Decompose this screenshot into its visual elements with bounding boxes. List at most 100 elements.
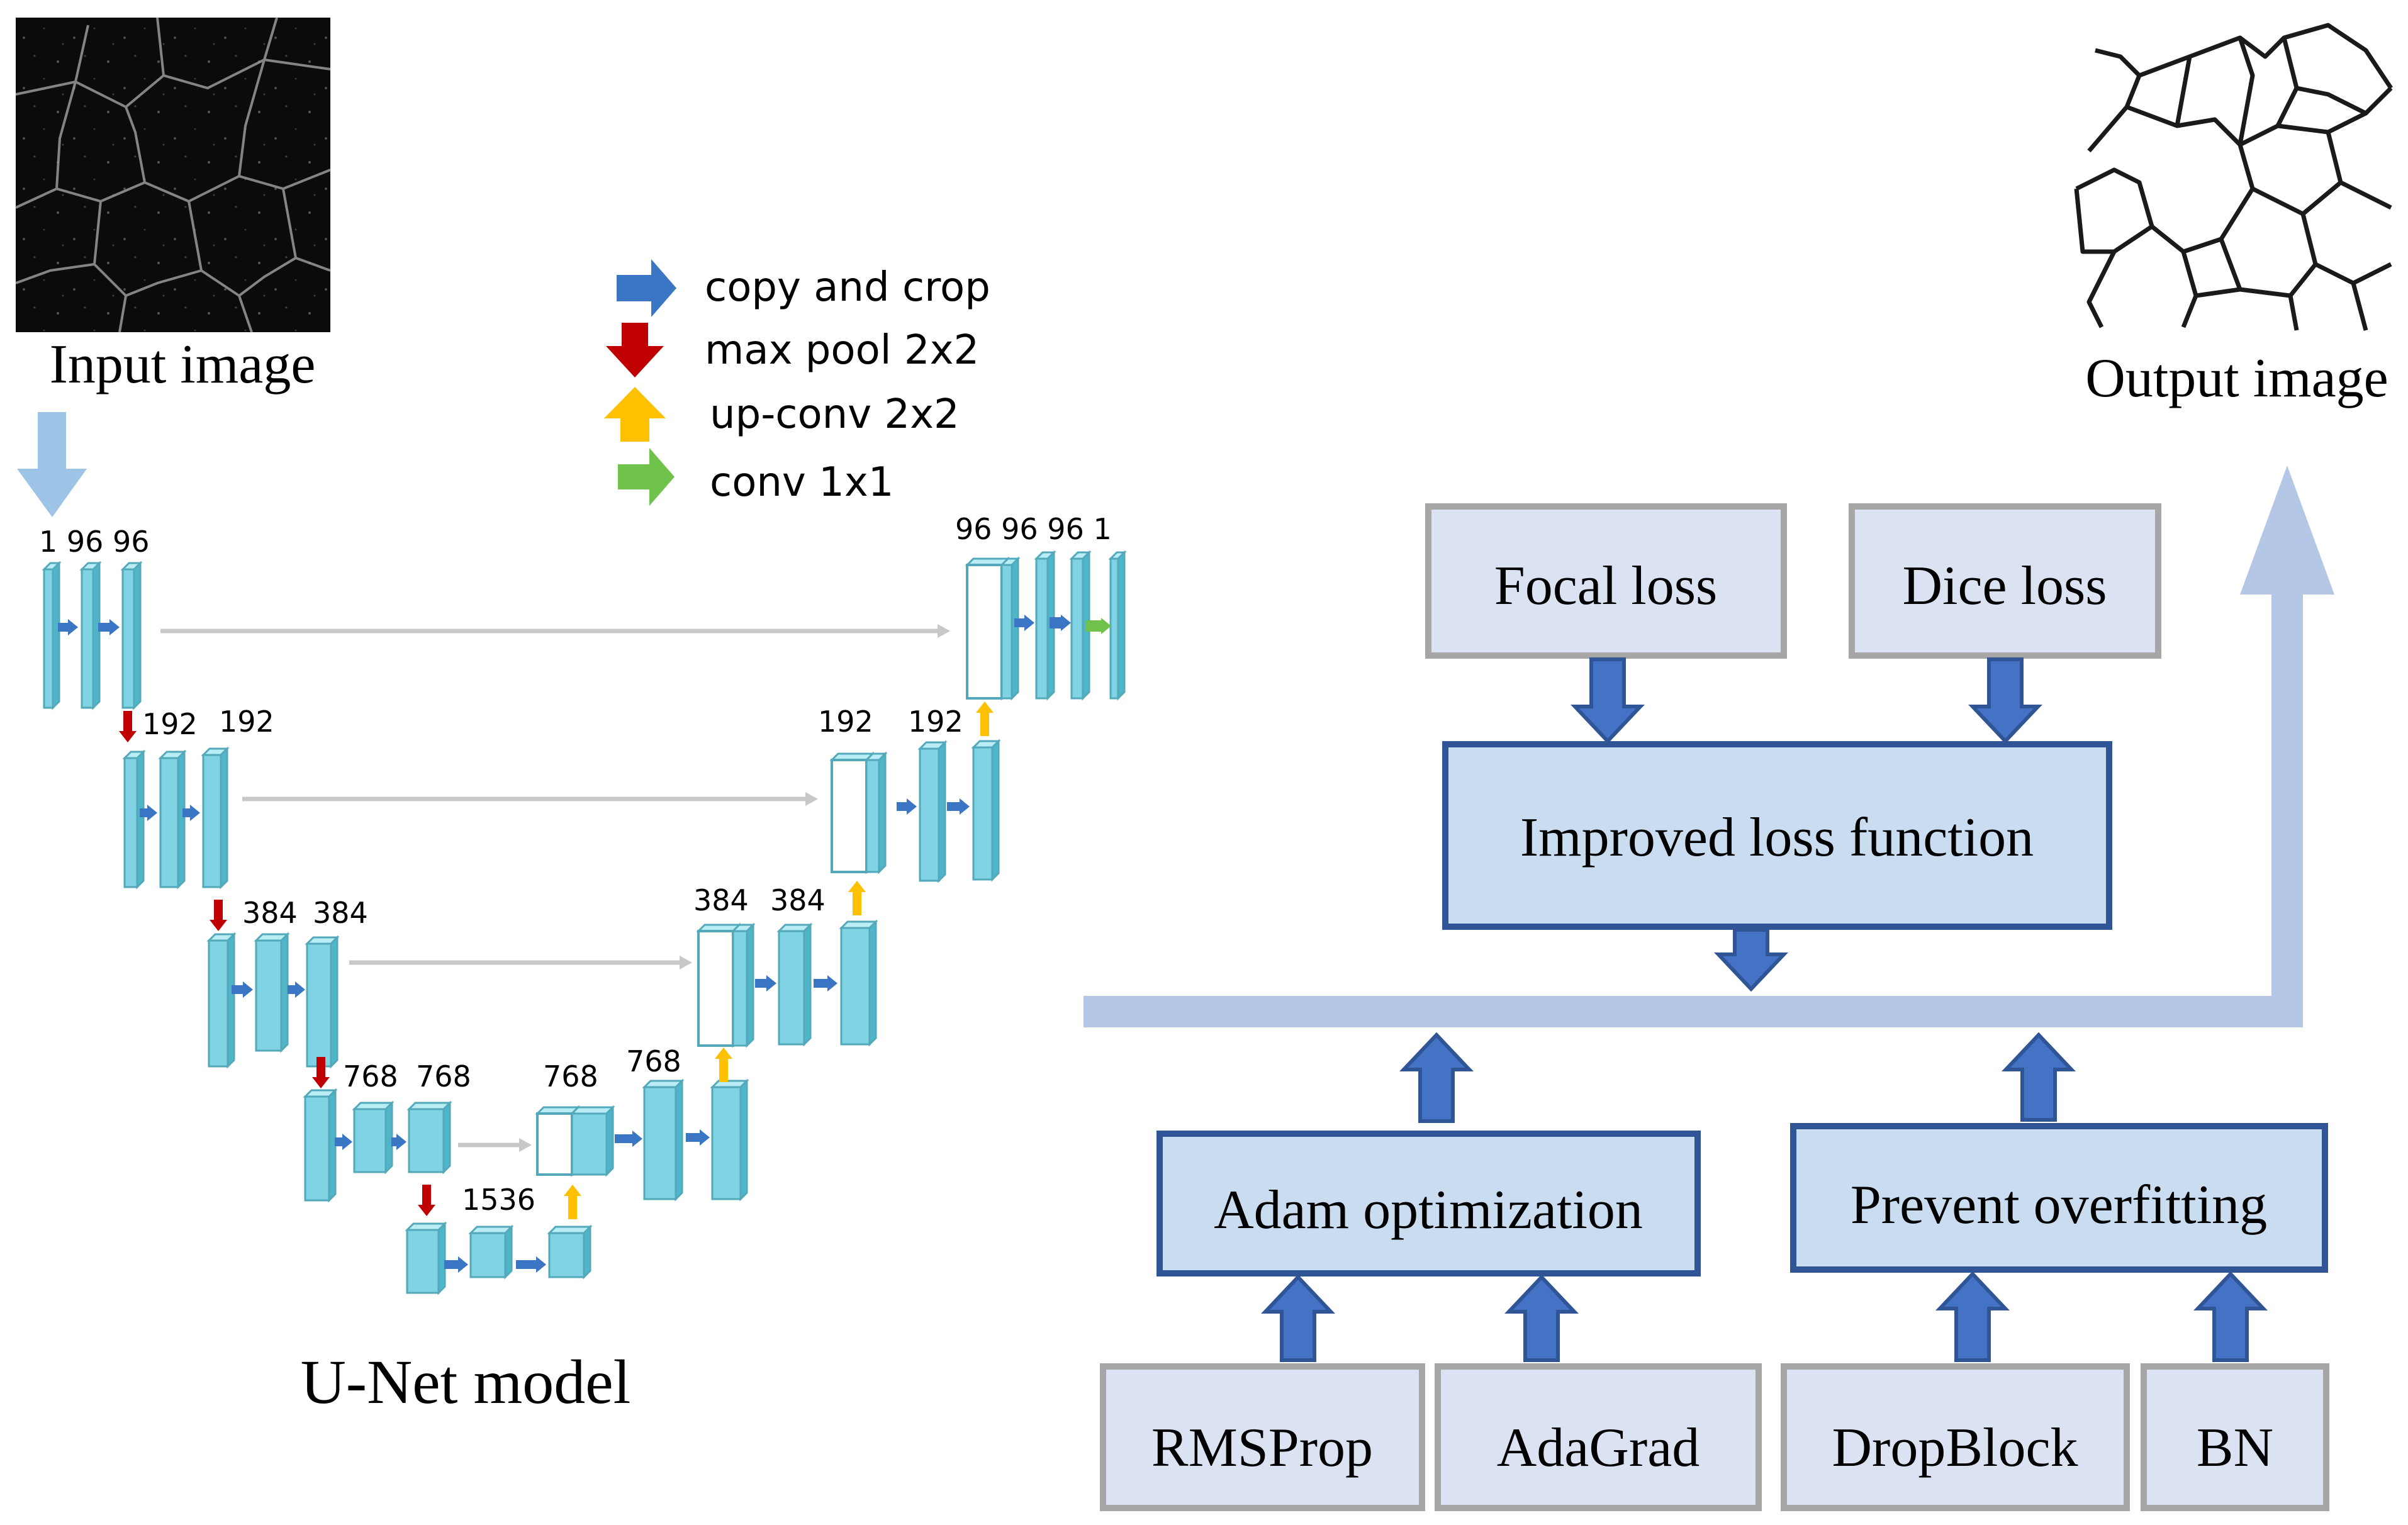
conv-arrow	[1050, 615, 1071, 631]
input-image-label: Input image	[50, 334, 316, 395]
unet-block	[864, 751, 888, 874]
skip-connection-l1-head	[938, 624, 950, 638]
improved-to-path-arrow	[1714, 928, 1788, 992]
legend-up-conv-label: up-conv 2x2	[710, 391, 960, 438]
conv-arrow	[182, 805, 200, 821]
adagrad-box: AdaGrad	[1435, 1363, 1762, 1511]
unet-block	[547, 1224, 593, 1280]
unet-block	[1108, 550, 1127, 701]
dice-loss-label: Dice loss	[1902, 556, 2107, 617]
channel-label-l4-left-b: 768	[416, 1059, 471, 1093]
unet-block	[352, 1100, 395, 1175]
channel-label-l1-right: 96 96 96 1	[955, 512, 1112, 546]
max-pool-arrow-icon	[606, 323, 664, 377]
max-pool-arrow	[312, 1057, 330, 1088]
channel-label-l3-right-b: 384	[770, 883, 826, 917]
up-conv-arrow	[564, 1185, 581, 1219]
rmsprop-label: RMSProp	[1151, 1417, 1373, 1478]
conv1x1-arrow-icon	[618, 448, 675, 506]
bn-to-overfitting-arrow	[2193, 1271, 2268, 1362]
conv-arrow	[615, 1131, 642, 1147]
channel-label-l4-right-a: 768	[543, 1059, 598, 1093]
conv-arrow	[755, 975, 776, 992]
flow-arrows	[1261, 657, 2268, 1362]
copy-crop-arrow-icon	[617, 259, 676, 317]
legend-copy-crop-label: copy and crop	[705, 264, 990, 311]
channel-label-l3-left-a: 384	[242, 896, 298, 930]
unet-block	[731, 922, 756, 1048]
legend-max-pool-label: max pool 2x2	[705, 327, 979, 374]
conv-arrow	[814, 975, 837, 992]
rmsprop-to-adam-arrow	[1261, 1274, 1335, 1362]
adagrad-to-adam-arrow	[1504, 1274, 1579, 1362]
unet-block	[839, 919, 878, 1047]
legend-conv1x1-label: conv 1x1	[710, 459, 893, 506]
up-conv-arrow	[848, 881, 866, 915]
dropblock-to-overfitting-arrow	[1935, 1271, 2010, 1362]
channel-label-l2-left-b: 192	[219, 705, 274, 739]
unet-block	[305, 935, 340, 1069]
conv-arrow	[58, 619, 78, 635]
unet-block	[42, 561, 62, 710]
unet-tiles	[42, 550, 1127, 1295]
unet-block	[642, 1078, 685, 1202]
unet-block	[201, 746, 230, 890]
conv-arrow	[232, 981, 253, 998]
focal-loss-label: Focal loss	[1494, 556, 1717, 617]
unet-block	[79, 561, 102, 710]
channel-label-l2-right-a: 192	[818, 705, 873, 739]
input-image	[15, 17, 331, 333]
improved-loss-label: Improved loss function	[1520, 807, 2034, 868]
max-pool-arrow	[119, 711, 137, 742]
conv-arrow	[1014, 615, 1034, 631]
unet-block	[122, 749, 146, 890]
channel-label-l3-right-a: 384	[693, 883, 749, 917]
adam-box: Adam optimization	[1156, 1131, 1701, 1276]
adagrad-label: AdaGrad	[1497, 1417, 1700, 1478]
unet-block	[303, 1088, 338, 1203]
overfitting-to-path-arrow	[2002, 1032, 2076, 1122]
unet-channel-labels: 1 96 96 96 96 96 1 192 192 192 192 384 3…	[39, 512, 1112, 1217]
conv-arrow	[897, 798, 917, 815]
prevent-overfitting-box: Prevent overfitting	[1790, 1123, 2328, 1273]
unet-block	[971, 739, 1001, 882]
dropblock-label: DropBlock	[1832, 1417, 2078, 1478]
unet-block	[254, 932, 290, 1053]
focal-loss-box: Focal loss	[1425, 503, 1787, 659]
conv-arrow	[516, 1256, 546, 1273]
up-conv-arrow	[715, 1047, 732, 1082]
input-arrow	[17, 412, 87, 517]
conv-arrow	[686, 1129, 710, 1146]
skip-connection-l2-head	[805, 792, 818, 806]
channel-label-l2-left-a: 192	[142, 707, 198, 741]
adam-label: Adam optimization	[1214, 1180, 1643, 1241]
prevent-overfitting-label: Prevent overfitting	[1851, 1175, 2267, 1236]
bn-label: BN	[2197, 1417, 2273, 1478]
dropblock-box: DropBlock	[1781, 1363, 2130, 1511]
rmsprop-box: RMSProp	[1100, 1363, 1425, 1511]
channel-label-l4-right-b: 768	[626, 1044, 681, 1078]
skip-connection-l3-head	[680, 956, 692, 969]
unet-block	[917, 740, 948, 883]
legend: copy and crop max pool 2x2 up-conv 2x2 c…	[604, 259, 990, 506]
unet-block	[158, 749, 187, 890]
up-conv-arrow-icon	[604, 387, 666, 442]
focal-to-improved-arrow	[1571, 657, 1645, 744]
output-image	[2074, 23, 2393, 331]
max-pool-arrow	[210, 900, 227, 931]
conv1x1-arrow	[1086, 618, 1111, 634]
channel-label-l2-right-b: 192	[908, 705, 963, 739]
conv-arrow	[140, 805, 157, 821]
max-pool-arrow	[418, 1185, 435, 1216]
adam-to-path-arrow	[1399, 1032, 1474, 1123]
up-conv-arrow	[976, 701, 994, 736]
unet-block	[406, 1100, 452, 1175]
conv-arrow	[947, 798, 970, 815]
unet-block	[999, 556, 1021, 701]
channel-label-l5: 1536	[462, 1183, 535, 1217]
unet-block	[710, 1078, 749, 1202]
bn-box: BN	[2141, 1363, 2329, 1511]
output-image-label: Output image	[2085, 348, 2388, 409]
conv-arrow	[391, 1134, 406, 1150]
